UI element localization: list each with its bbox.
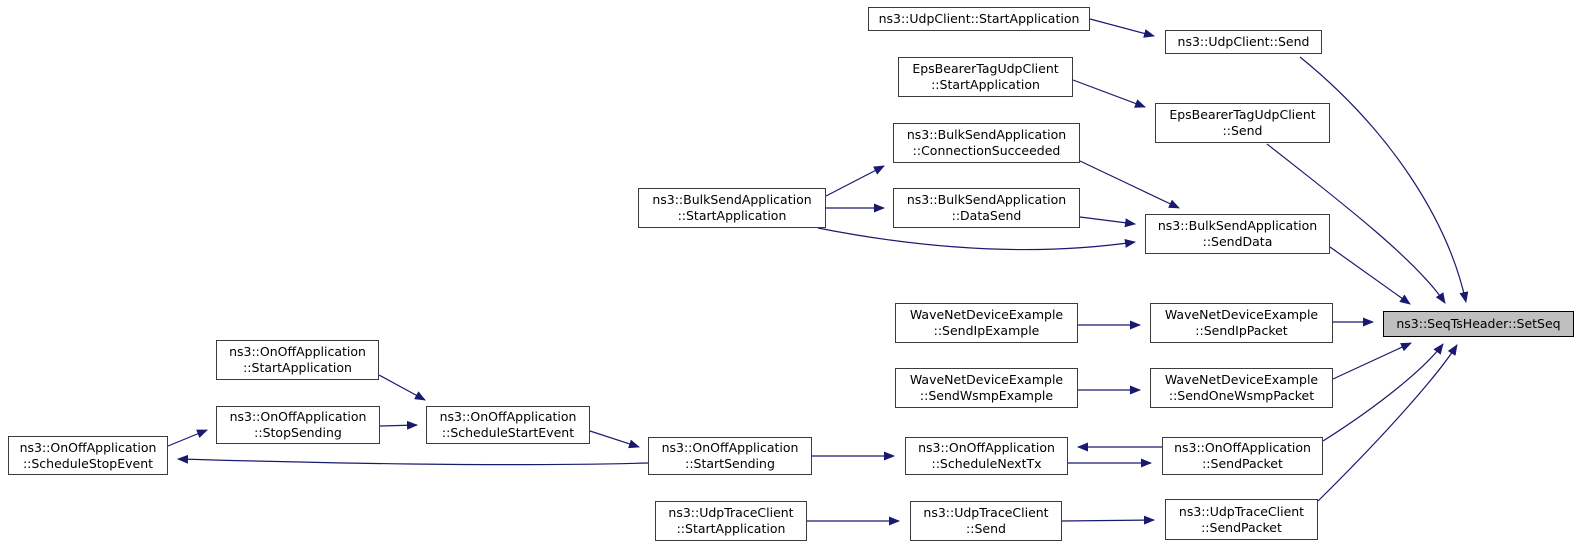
node-onoffapplication-schedulenexttx[interactable]: ns3::OnOffApplication ::ScheduleNextTx [905,437,1068,475]
node-wavenetdeviceexample-sendipexample[interactable]: WaveNetDeviceExample ::SendIpExample [895,303,1078,343]
edge-epsbearertagudpclient-startapplication--epsbearertagudpclient-send [1072,79,1146,108]
node-udptraceclient-send[interactable]: ns3::UdpTraceClient ::Send [910,501,1062,541]
node-onoffapplication-startsending[interactable]: ns3::OnOffApplication ::StartSending [648,437,812,475]
node-onoffapplication-schedulestopevent[interactable]: ns3::OnOffApplication ::ScheduleStopEven… [8,436,168,475]
node-udptraceclient-startapplication[interactable]: ns3::UdpTraceClient ::StartApplication [655,501,807,541]
edge-udpclient-startapplication--udpclient-send [1089,18,1155,38]
edge-bulksendapplication-startapplication--bulksendapplication-senddata [817,227,1136,251]
node-udpclient-startapplication[interactable]: ns3::UdpClient::StartApplication [868,7,1090,31]
edge-onoffapplication-stopsending--onoffapplication-schedulestartevent [379,420,418,430]
edge-udptraceclient-send--udptraceclient-sendpacket [1061,515,1155,525]
edge-bulksendapplication-connectionsucceeded--bulksendapplication-senddata [1079,160,1180,209]
node-seqtsheader-setseq: ns3::SeqTsHeader::SetSeq [1383,311,1574,337]
node-onoffapplication-stopsending[interactable]: ns3::OnOffApplication ::StopSending [216,406,380,444]
edge-wavenetdeviceexample-sendonewsmppacket--seqtsheader-setseq [1332,342,1412,380]
node-bulksendapplication-startapplication[interactable]: ns3::BulkSendApplication ::StartApplicat… [638,188,826,228]
edge-epsbearertagudpclient-send--seqtsheader-setseq [1266,143,1446,304]
node-wavenetdeviceexample-sendonewsmppacket[interactable]: WaveNetDeviceExample ::SendOneWsmpPacket [1150,368,1333,408]
node-onoffapplication-sendpacket[interactable]: ns3::OnOffApplication ::SendPacket [1162,437,1323,475]
node-epsbearertagudpclient-send[interactable]: EpsBearerTagUdpClient ::Send [1155,103,1330,143]
edge-onoffapplication-sendpacket--seqtsheader-setseq [1322,343,1444,442]
edge-onoffapplication-startsending--onoffapplication-schedulestopevent [177,454,649,466]
node-wavenetdeviceexample-sendippacket[interactable]: WaveNetDeviceExample ::SendIpPacket [1150,303,1333,343]
edge-bulksendapplication-senddata--seqtsheader-setseq [1329,246,1411,305]
node-wavenetdeviceexample-sendwsmpexample[interactable]: WaveNetDeviceExample ::SendWsmpExample [895,368,1078,408]
edge-bulksendapplication-startapplication--bulksendapplication-connectionsucceeded [825,165,885,197]
node-onoffapplication-schedulestartevent[interactable]: ns3::OnOffApplication ::ScheduleStartEve… [426,406,590,444]
edge-onoffapplication-schedulestopevent--onoffapplication-stopsending [167,429,208,447]
node-bulksendapplication-senddata[interactable]: ns3::BulkSendApplication ::SendData [1145,214,1330,254]
edge-onoffapplication-schedulestartevent--onoffapplication-startsending [589,430,640,449]
node-bulksendapplication-datasend[interactable]: ns3::BulkSendApplication ::DataSend [893,188,1080,228]
edge-udpclient-send--seqtsheader-setseq [1299,56,1469,303]
node-bulksendapplication-connectionsucceeded[interactable]: ns3::BulkSendApplication ::ConnectionSuc… [893,123,1080,163]
edge-udptraceclient-sendpacket--seqtsheader-setseq [1317,344,1458,502]
edge-onoffapplication-startapplication--onoffapplication-schedulestartevent [378,374,426,401]
edge-bulksendapplication-datasend--bulksendapplication-senddata [1079,216,1136,228]
node-udpclient-send[interactable]: ns3::UdpClient::Send [1165,30,1322,54]
node-onoffapplication-startapplication[interactable]: ns3::OnOffApplication ::StartApplication [216,340,379,380]
node-udptraceclient-sendpacket[interactable]: ns3::UdpTraceClient ::SendPacket [1165,499,1318,540]
node-epsbearertagudpclient-startapplication[interactable]: EpsBearerTagUdpClient ::StartApplication [898,57,1073,97]
